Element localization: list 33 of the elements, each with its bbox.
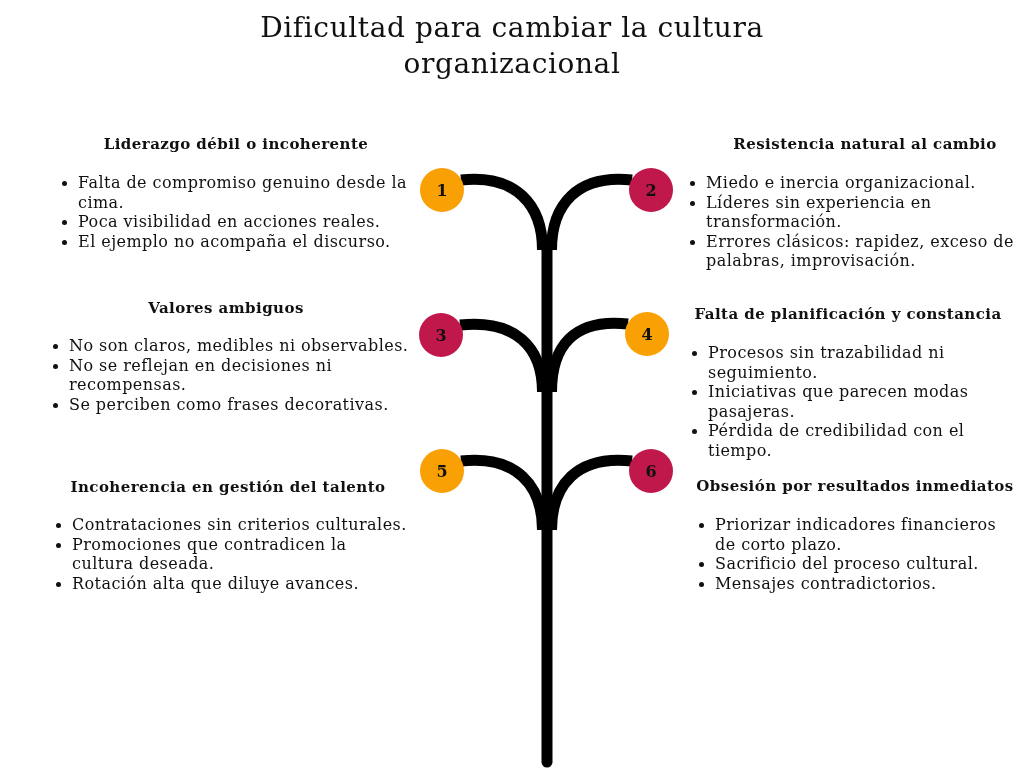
- bullet-text: Promociones que contradicen la cultura deseada.: [72, 534, 348, 574]
- numbered-circle: 1: [420, 168, 464, 212]
- bullet-text: Falta de compromiso genuino desde la cima.: [78, 173, 409, 212]
- bullet-text: Poca visibilidad en acciones reales.: [78, 212, 381, 232]
- section-heading: Valores ambiguos: [148, 299, 304, 318]
- section-heading: Falta de planificación y constancia: [694, 305, 1002, 324]
- branch-curve: [546, 173, 633, 251]
- numbered-circle: 6: [629, 449, 673, 493]
- numbered-circle: 5: [420, 449, 464, 493]
- bullet-text: Líderes sin experiencia en transformación.: [706, 192, 933, 232]
- bullet-text: Errores clásicos: rapidez, exceso de palabras, improvisación.: [706, 231, 1015, 271]
- bullet-text: Contrataciones sin criterios culturales.: [72, 515, 407, 535]
- numbered-circle: 3: [419, 313, 463, 357]
- bullet-text: Miedo e inercia organizacional.: [706, 173, 976, 193]
- branch-curve: [460, 173, 548, 251]
- bullet-text: No se reflejan en decisiones ni recompensas.: [69, 355, 334, 395]
- section-heading: Resistencia natural al cambio: [733, 135, 997, 154]
- bullet-text: Procesos sin trazabilidad ni seguimiento.: [708, 343, 946, 382]
- diagram-title: Dificultad para cambiar la cultura organizacional: [259, 10, 765, 82]
- bullet-text: Priorizar indicadores financieros de corto plazo.: [715, 515, 998, 554]
- numbered-circle: 4: [625, 312, 669, 356]
- bullet-text: Rotación alta que diluye avances.: [72, 573, 359, 593]
- bullet-text: Se perciben como frases decorativas.: [69, 394, 389, 414]
- bullet-text: El ejemplo no acompaña el discurso.: [78, 231, 391, 251]
- numbered-circle: 2: [629, 168, 673, 212]
- section-heading: Liderazgo débil o incoherente: [103, 135, 369, 154]
- bullet-text: Pérdida de credibilidad con el tiempo.: [708, 421, 966, 460]
- bullet-text: No son claros, medibles ni observables.: [69, 336, 409, 356]
- bullet-text: Mensajes contradictorios.: [715, 573, 937, 593]
- bullet-text: Iniciativas que parecen modas pasajeras.: [708, 382, 970, 421]
- bullet-text: Sacrificio del proceso cultural.: [715, 554, 979, 574]
- section-heading: Obsesión por resultados inmediatos: [696, 477, 1014, 496]
- section-heading: Incoherencia en gestión del talento: [70, 478, 386, 497]
